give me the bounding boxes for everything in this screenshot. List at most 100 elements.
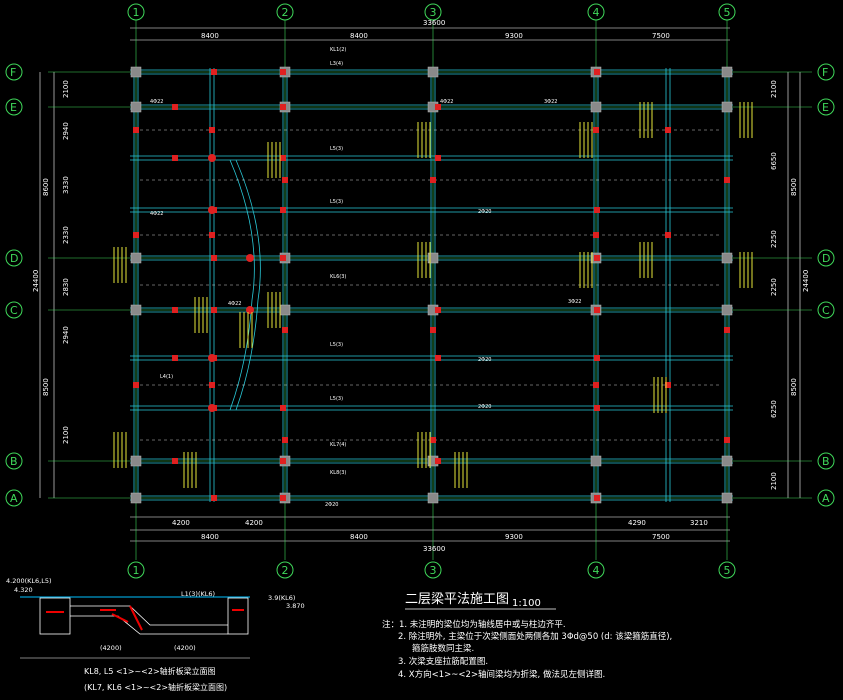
column <box>427 252 439 264</box>
reinforcement-mark <box>172 307 178 313</box>
column <box>427 492 439 504</box>
beam-label: L5(3) <box>330 199 343 205</box>
dim-right: 2250 <box>770 230 778 248</box>
curved-beam <box>235 159 261 411</box>
dim-right-group: 8500 <box>790 378 798 396</box>
axis-label: E <box>822 101 829 114</box>
dim-bottom-sub: 4200 <box>245 519 263 527</box>
reinforcement-mark <box>280 405 286 411</box>
dim-top: 8400 <box>350 32 368 40</box>
axis-label: 3 <box>430 564 437 577</box>
detail-dim-1: (4200) <box>100 644 122 652</box>
column <box>721 66 733 78</box>
axis-bubble <box>817 98 835 116</box>
axis-bubble <box>5 63 23 81</box>
axis-bubble <box>5 489 23 507</box>
note-4: 3. 次梁支座拉筋配置图. <box>398 656 488 667</box>
reinforcement-mark <box>208 206 216 214</box>
reinforcement-mark <box>280 104 286 110</box>
dim-bottom-total: 33600 <box>423 545 445 553</box>
reinforcement-mark <box>280 69 286 75</box>
reinforcement-mark <box>209 127 215 133</box>
reinforcement-mark <box>211 255 217 261</box>
axis-label: D <box>10 252 18 265</box>
axis-bubble <box>276 561 294 579</box>
reinforcement-mark <box>665 382 671 388</box>
dim-left-group: 8600 <box>42 178 50 196</box>
reinforcement-mark <box>133 382 139 388</box>
reinforcement-mark <box>593 382 599 388</box>
beam-lines <box>130 68 733 502</box>
axis-bubble <box>127 561 145 579</box>
drawing-scale: 1:100 <box>512 598 541 609</box>
reinforcement-mark <box>280 207 286 213</box>
detail-note-top: L1(3)(KL6) <box>181 590 215 598</box>
axis-bubble <box>718 561 736 579</box>
beam-label: L5(3) <box>330 396 343 402</box>
dim-bottom: 7500 <box>652 533 670 541</box>
detail-caption-2: (KL7, KL6 <1>~<2>轴折板梁立面图) <box>84 682 227 692</box>
reinforcement-mark <box>594 405 600 411</box>
beam-label: KL1(2) <box>330 47 346 53</box>
beam-label: KL6(3) <box>330 274 346 280</box>
column <box>130 66 142 78</box>
reinforcement-mark <box>211 69 217 75</box>
axis-label: D <box>822 252 830 265</box>
axis-label: C <box>10 304 18 317</box>
beam-label: 3Φ22 <box>568 299 581 305</box>
axis-label: 1 <box>133 6 140 19</box>
reinforcement-mark <box>172 458 178 464</box>
beam-label: 2Φ20 <box>478 404 491 410</box>
reinforcement-mark <box>594 495 600 501</box>
axis-label: C <box>822 304 830 317</box>
dim-left-group: 8500 <box>42 378 50 396</box>
axis-bubble <box>5 452 23 470</box>
reinforcement-mark <box>435 307 441 313</box>
column <box>590 101 602 113</box>
column <box>721 304 733 316</box>
section-detail: 4.200(KL6,L5) 4.320 L1(3)(KL6) 3.9(KL6) … <box>6 577 305 692</box>
reinforcement-mark <box>282 437 288 443</box>
axis-label: 2 <box>282 6 289 19</box>
dim-top: 8400 <box>201 32 219 40</box>
reinforcement-mark <box>594 255 600 261</box>
axis-label: 4 <box>593 6 600 19</box>
axis-label: 1 <box>133 564 140 577</box>
dim-bottom: 9300 <box>505 533 523 541</box>
dim-left: 2100 <box>62 426 70 444</box>
reinforcement-mark <box>172 104 178 110</box>
columns <box>130 66 733 504</box>
axis-bubble <box>587 3 605 21</box>
reinforcement-mark <box>594 307 600 313</box>
dim-left: 3330 <box>62 176 70 194</box>
reinforcement-mark <box>435 355 441 361</box>
axis-bubble <box>424 561 442 579</box>
beam-label: L5(3) <box>330 146 343 152</box>
reinforcement-mark <box>211 495 217 501</box>
note-5: 4. X方向<1>~<2>轴间梁均为折梁, 做法见左侧详图. <box>398 669 605 680</box>
dim-top: 9300 <box>505 32 523 40</box>
reinforcement-mark <box>282 327 288 333</box>
column <box>279 304 291 316</box>
beam-label: 4Φ22 <box>228 301 241 307</box>
dimension-lines <box>39 27 801 542</box>
beam-label: L3(4) <box>330 61 343 67</box>
reinforcement-mark <box>280 155 286 161</box>
note-3: 箍筋肢数同主梁. <box>412 643 474 654</box>
detail-level-left: 4.200(KL6,L5) <box>6 577 52 585</box>
axis-label: A <box>10 492 18 505</box>
dim-right-total: 24400 <box>802 270 810 292</box>
column <box>721 492 733 504</box>
reinforcement-mark <box>280 495 286 501</box>
axis-bubble <box>817 301 835 319</box>
dim-right: 6250 <box>770 400 778 418</box>
reinforcement-mark <box>593 232 599 238</box>
axis-label: F <box>10 66 16 79</box>
dim-bottom: 8400 <box>350 533 368 541</box>
dim-top-total: 33600 <box>423 19 445 27</box>
dim-left: 2940 <box>62 122 70 140</box>
dim-right: 6650 <box>770 152 778 170</box>
